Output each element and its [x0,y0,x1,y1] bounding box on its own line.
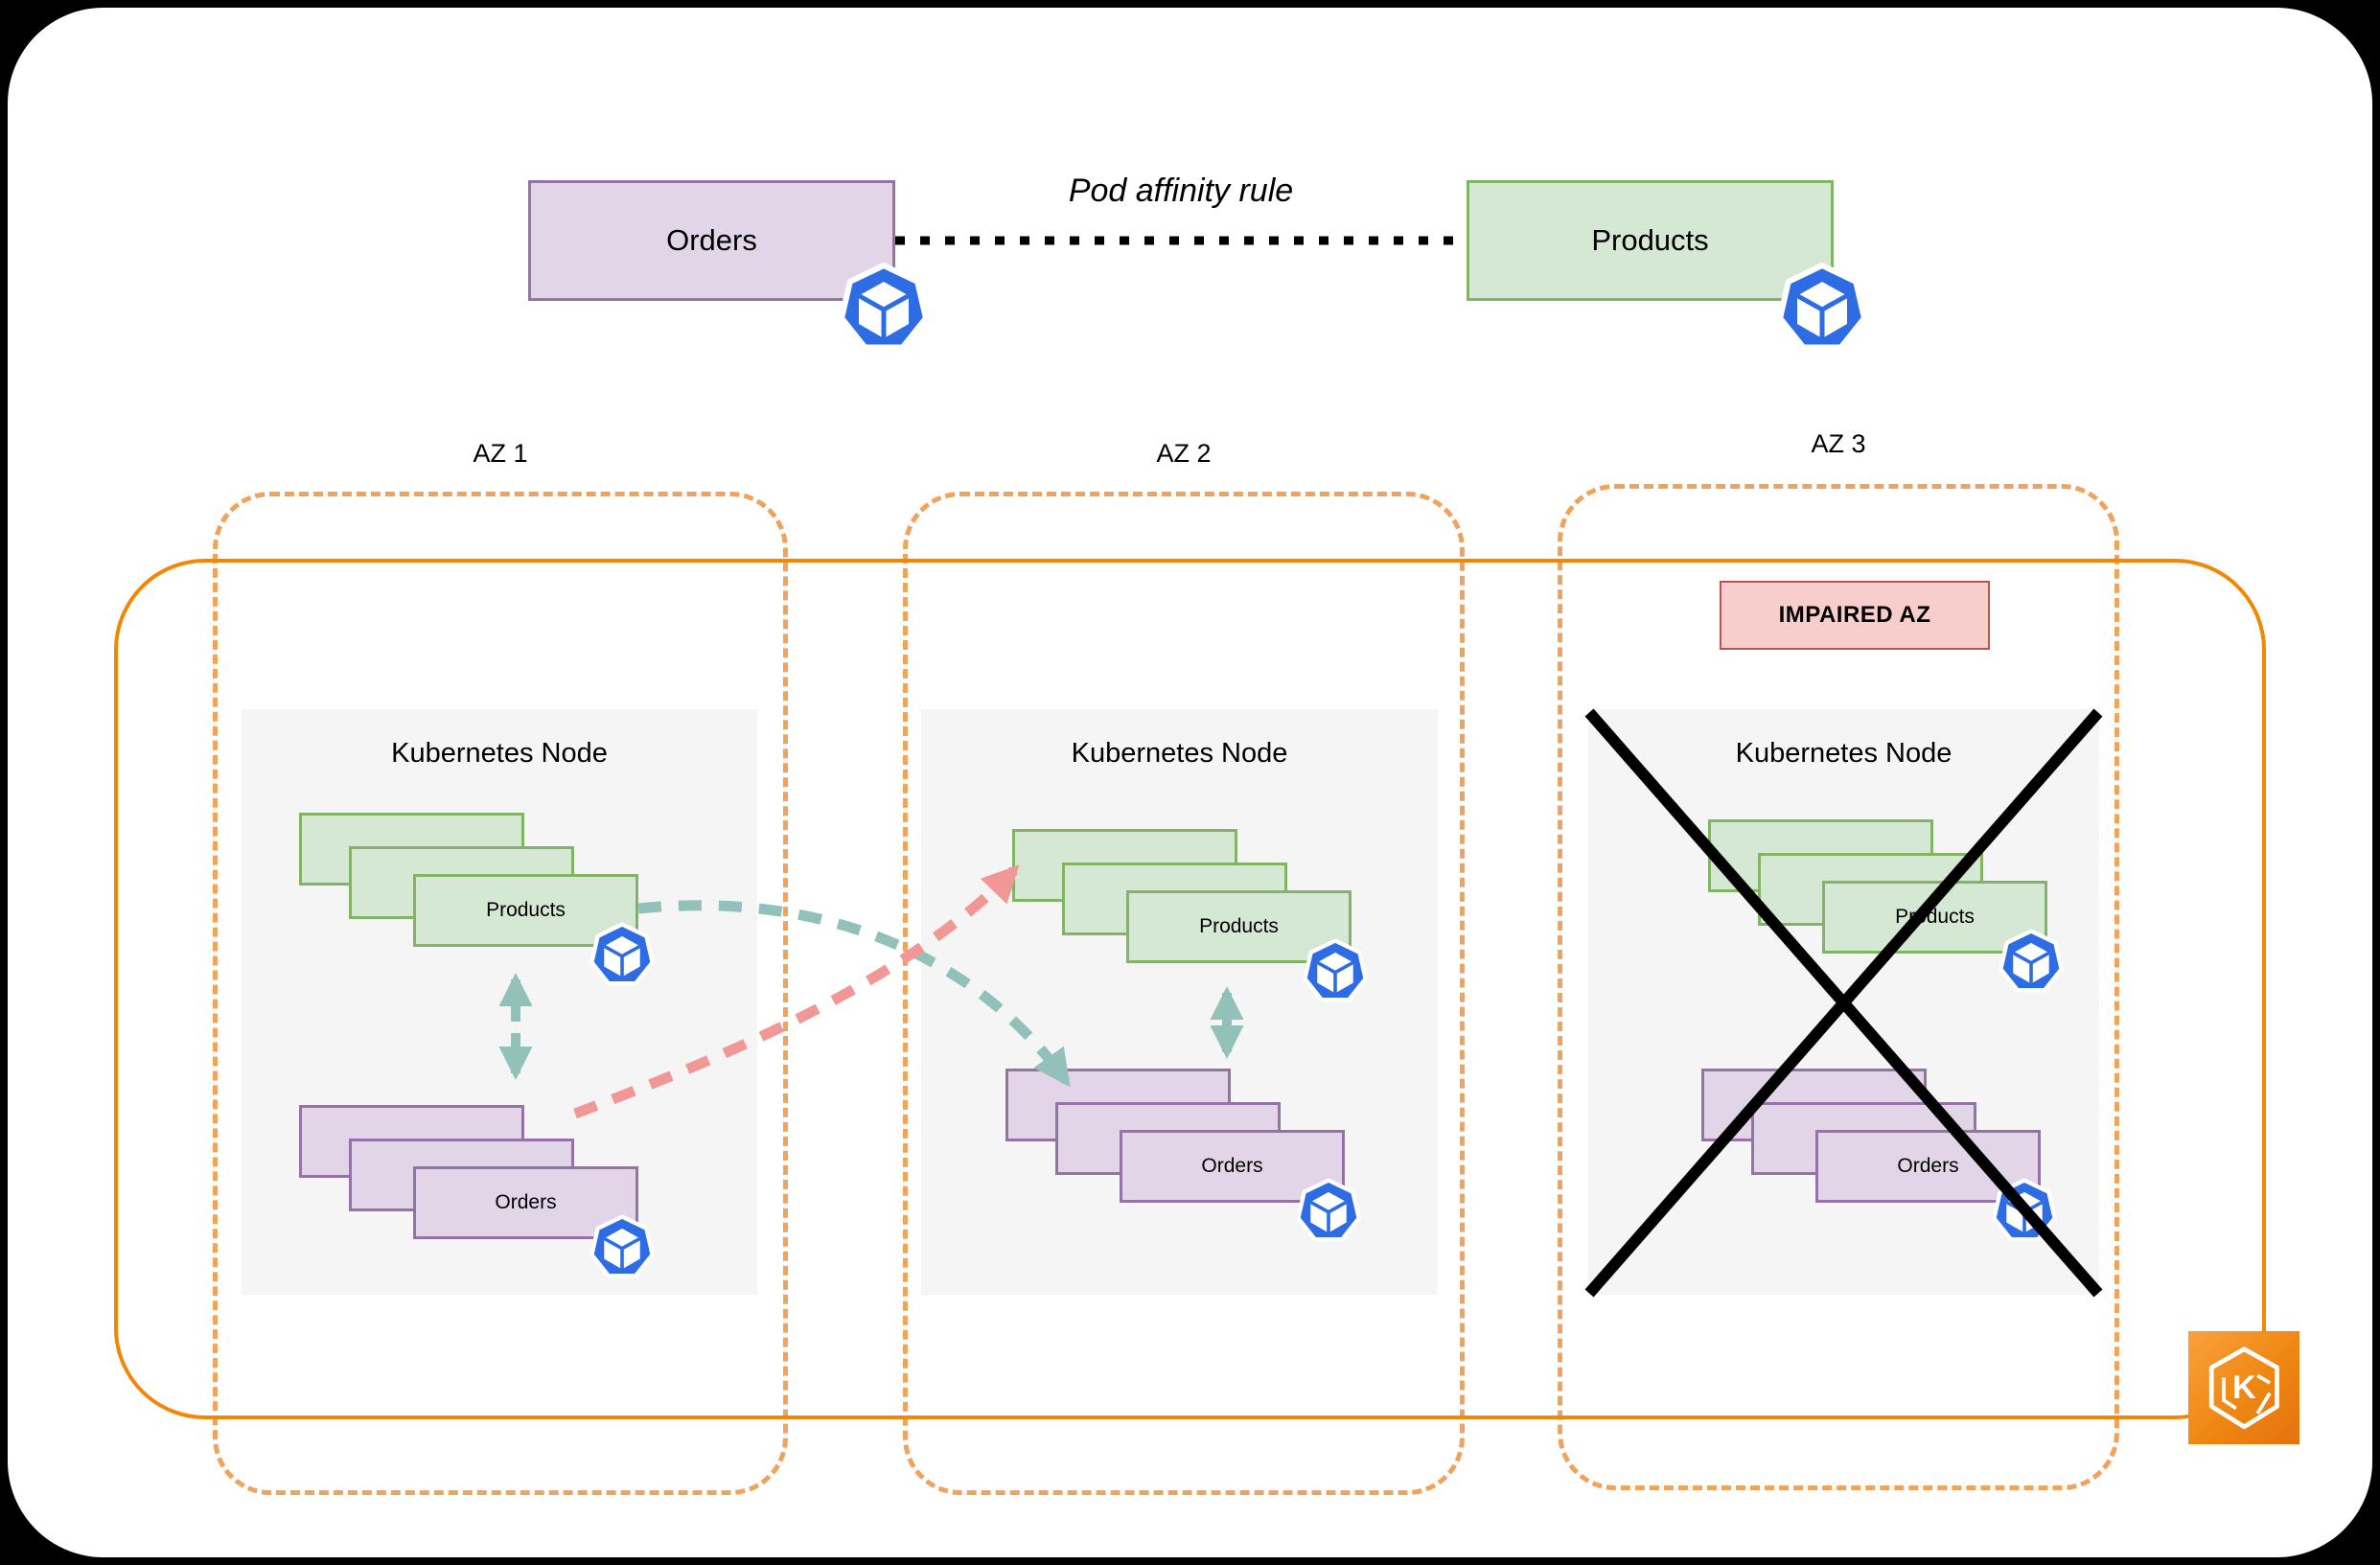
eks-cluster-icon: K [2188,1331,2299,1444]
node-title: Kubernetes Node [1735,738,1953,769]
node-title: Kubernetes Node [1071,738,1288,769]
kubernetes-pod-icon [1774,261,1870,357]
products-pod-stack: Products [1708,819,2064,1026]
kubernetes-pod-icon [1301,937,1370,1006]
kubernetes-pod-icon [1990,1177,2059,1246]
eks-cluster-boundary [114,559,2266,1419]
orders-pod-stack: Orders [299,1105,655,1312]
kubernetes-pod-icon [588,921,657,990]
kubernetes-pod-icon [1294,1177,1363,1246]
impaired-az-badge: IMPAIRED AZ [1720,581,1990,650]
pod-label: Products [1895,906,1975,928]
products-pod-stack: Products [1012,829,1368,1036]
pod-label: Products [1199,915,1279,937]
products-service-box: Products [1467,180,1834,301]
az3-label: AZ 3 [1811,429,1866,458]
products-pod-stack: Products [299,813,655,1020]
kubernetes-pod-icon [836,261,932,357]
az3-boundary [1558,484,2119,1490]
pod-affinity-rule-label: Pod affinity rule [1068,173,1294,209]
pod-label: Orders [495,1191,557,1213]
products-service-label: Products [1591,223,1709,257]
orders-service-label: Orders [666,223,757,257]
kubernetes-node-az1: Kubernetes Node Products Orders [242,709,757,1295]
kubernetes-node-az2: Kubernetes Node Products Orders [921,709,1438,1295]
az1-label: AZ 1 [473,439,528,468]
node-title: Kubernetes Node [391,738,608,769]
eks-letter: K [2232,1369,2256,1406]
kubernetes-node-az3: Kubernetes Node Products Orders [1588,709,2099,1295]
kubernetes-pod-icon [588,1213,657,1282]
pod-label: Orders [1201,1155,1263,1177]
orders-pod-stack: Orders [1005,1069,1361,1276]
pod-label: Orders [1897,1155,1959,1177]
orders-pod-stack: Orders [1701,1069,2057,1276]
pod-label: Products [486,899,566,921]
orders-service-box: Orders [528,180,895,301]
pod-replica: Orders [413,1166,638,1239]
az2-label: AZ 2 [1156,439,1212,468]
kubernetes-pod-icon [1997,928,2066,997]
